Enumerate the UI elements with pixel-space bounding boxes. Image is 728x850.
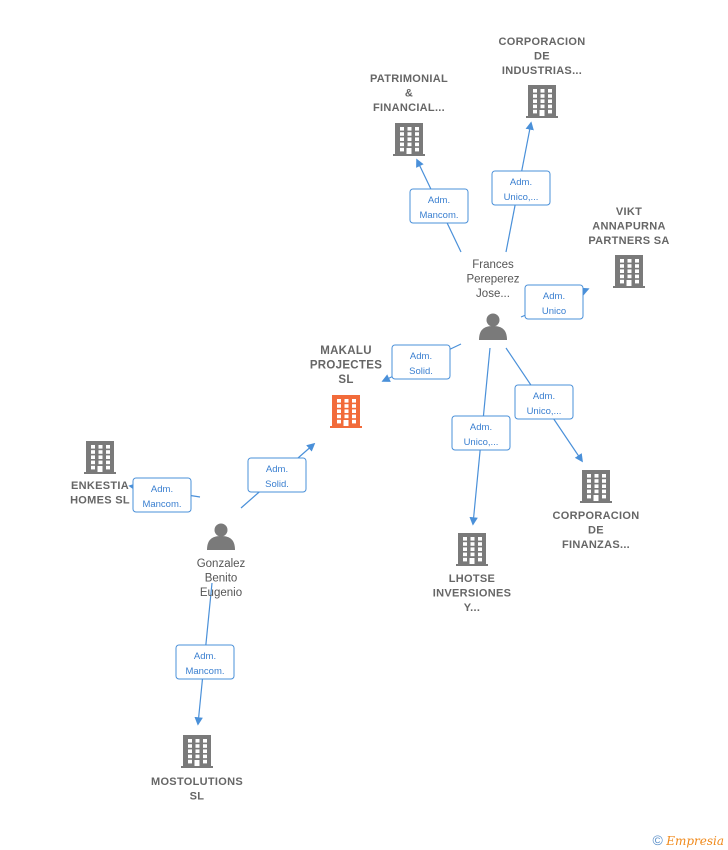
edge-label-text: Solid. [265, 479, 289, 490]
node-label-line: & [405, 88, 413, 100]
edge-label-frances-to-vikt[interactable]: Adm. Unico [524, 284, 584, 320]
copyright-icon: © [652, 832, 663, 848]
node-label-line: PROJECTES [310, 360, 382, 372]
edge-label-text: Mancom. [185, 666, 224, 677]
node-label-line: MAKALU [320, 345, 372, 357]
node-label-line: SL [338, 374, 353, 386]
building-icon [84, 441, 116, 474]
node-label-line: Jose... [476, 288, 510, 300]
edge-label-text: Unico,... [527, 406, 562, 417]
edge-label-text: Adm. [151, 484, 173, 495]
edge-label-text: Unico [542, 306, 566, 317]
building-icon [393, 123, 425, 156]
person-icon [479, 313, 507, 340]
edge-label-text: Adm. [470, 422, 492, 433]
edge-label-text: Adm. [533, 391, 555, 402]
node-mostolutions[interactable]: MOSTOLUTIONS SL [151, 735, 243, 803]
edge-label-frances-to-corp-industrias[interactable]: Adm. Unico,... [491, 170, 551, 206]
node-label-line: Frances [472, 259, 514, 271]
edge-label-text: Unico,... [504, 192, 539, 203]
building-icon [613, 255, 645, 288]
node-label-line: MOSTOLUTIONS [151, 776, 243, 788]
node-label-line: Pereperez [466, 274, 519, 286]
footer-brand: © Empresia [653, 832, 724, 848]
node-label-line: DE [534, 51, 550, 63]
node-frances[interactable]: FrancesPereperezJose... [466, 259, 520, 340]
node-label-line: Gonzalez [197, 558, 246, 570]
node-label-line: SL [190, 791, 205, 803]
node-label-line: DE [588, 525, 604, 537]
node-corp-finanzas[interactable]: CORPORACION DE FINANZAS... [552, 470, 639, 551]
node-label-line: FINANCIAL... [373, 102, 445, 114]
node-label-line: ANNAPURNA [592, 221, 666, 233]
edge-label-text: Mancom. [142, 499, 181, 510]
node-label-line: FINANZAS... [562, 539, 630, 551]
node-label-line: CORPORACION [552, 510, 639, 522]
edge-label-gonzalez-to-mostolutions[interactable]: Adm. Mancom. [175, 644, 235, 680]
edge-label-frances-to-patrimonial[interactable]: Adm. Mancom. [409, 188, 469, 224]
node-patrimonial[interactable]: PATRIMONIAL & FINANCIAL... [370, 73, 448, 156]
node-label-line: VIKT [616, 206, 642, 218]
edge-label-frances-to-makalu[interactable]: Adm. Solid. [391, 344, 451, 380]
edge-label-gonzalez-to-enkestia[interactable]: Adm. Mancom. [132, 477, 192, 513]
edge-label-frances-to-lhotse[interactable]: Adm. Unico,... [451, 415, 511, 451]
edge-label-frances-to-corp-finanzas[interactable]: Adm. Unico,... [514, 384, 574, 420]
edge-label-gonzalez-to-makalu[interactable]: Adm. Solid. [247, 457, 307, 493]
building-icon [330, 395, 362, 428]
edge-label-text: Adm. [543, 291, 565, 302]
node-label-line: ENKESTIA [71, 480, 129, 492]
node-lhotse[interactable]: LHOTSE INVERSIONES Y... [433, 533, 512, 614]
building-icon [580, 470, 612, 503]
node-label-line: LHOTSE [449, 573, 495, 585]
edge-labels-layer: Adm.Mancom.Adm.Unico,...Adm.UnicoAdm.Sol… [132, 170, 584, 680]
node-corp-industrias[interactable]: CORPORACION DE INDUSTRIAS... [498, 36, 585, 118]
node-makalu[interactable]: MAKALU PROJECTES SL [310, 345, 382, 428]
node-vikt[interactable]: VIKT ANNAPURNA PARTNERS SA [588, 206, 669, 288]
building-icon [181, 735, 213, 768]
edge-label-text: Unico,... [464, 437, 499, 448]
node-label-line: INVERSIONES [433, 588, 512, 600]
nodes-layer: MAKALU PROJECTES SL FrancesPereperezJose...… [70, 36, 669, 803]
node-label-line: Eugenio [200, 587, 242, 599]
edge-label-text: Adm. [194, 651, 216, 662]
edge-label-text: Adm. [266, 464, 288, 475]
person-icon [207, 523, 235, 550]
node-label-line: INDUSTRIAS... [502, 65, 582, 77]
edge-label-text: Adm. [410, 351, 432, 362]
edge-label-text: Mancom. [419, 210, 458, 221]
edge-label-text: Solid. [409, 366, 433, 377]
node-label-line: PATRIMONIAL [370, 73, 448, 85]
node-label-line: CORPORACION [498, 36, 585, 48]
node-enkestia[interactable]: ENKESTIA HOMES SL [70, 441, 130, 507]
edge-label-text: Adm. [428, 195, 450, 206]
node-label-line: HOMES SL [70, 495, 130, 507]
building-icon [526, 85, 558, 118]
node-label-line: PARTNERS SA [588, 235, 669, 247]
edge-label-text: Adm. [510, 177, 532, 188]
brand-name: Empresia [666, 834, 724, 848]
node-label-line: Benito [205, 573, 238, 585]
building-icon [456, 533, 488, 566]
node-label-line: Y... [464, 602, 481, 614]
